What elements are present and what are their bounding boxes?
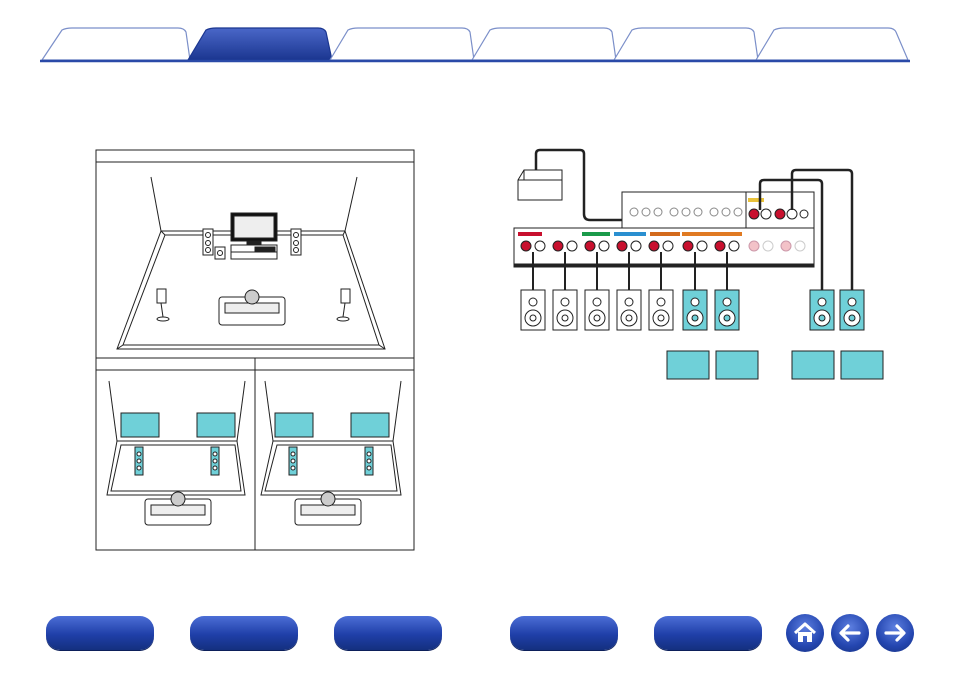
front-right-speaker-icon: [290, 228, 302, 256]
tab-label-6: [773, 28, 893, 58]
tab-connections[interactable]: [186, 27, 333, 61]
height-label-box-1: [666, 350, 710, 380]
speaker-height-1-left: [682, 289, 708, 331]
height-terminals: [748, 208, 809, 220]
arrow-right-icon: [884, 624, 906, 642]
top-tab-bar: [40, 27, 910, 63]
arrow-left-icon: [839, 624, 861, 642]
nav-button-index[interactable]: [654, 616, 762, 650]
main-room: [116, 176, 386, 350]
home-button[interactable]: [786, 614, 824, 652]
nav-button-settings[interactable]: [510, 616, 618, 650]
forward-button[interactable]: [876, 614, 914, 652]
tab-settings[interactable]: [470, 27, 617, 61]
speaker-height-2-right: [839, 289, 865, 331]
tv-icon: [230, 212, 278, 260]
height-speaker-box-right-a: [196, 412, 236, 438]
center-speaker-icon: [214, 246, 226, 260]
speaker-surround-right: [648, 289, 674, 331]
speaker-surround-left: [616, 289, 642, 331]
speaker-height-2-left: [809, 289, 835, 331]
height-cable-2: [790, 168, 854, 292]
tab-label-2: [205, 28, 325, 58]
height-speaker-box-left-a: [120, 412, 160, 438]
tab-tips[interactable]: [612, 27, 759, 61]
front-speaker-a-right: [210, 446, 220, 476]
sofa-icon-a: [144, 491, 212, 526]
back-button[interactable]: [831, 614, 869, 652]
height-label-box-3: [791, 350, 835, 380]
tab-playback[interactable]: [328, 27, 475, 61]
surround-left-speaker-icon: [156, 288, 170, 322]
speaker-height-1-right: [714, 289, 740, 331]
height-label-box-4: [840, 350, 884, 380]
front-speaker-a-left: [134, 446, 144, 476]
tab-contents[interactable]: [40, 27, 191, 61]
subwoofer-icon: [517, 169, 563, 201]
height-label-box-2: [715, 350, 759, 380]
tab-label-3: [347, 28, 467, 58]
front-left-speaker-icon: [202, 228, 214, 256]
subwoofer-cable: [534, 148, 650, 222]
height-speaker-box-right-b: [350, 412, 390, 438]
tab-label-4: [489, 28, 609, 58]
nav-button-playback[interactable]: [334, 616, 442, 650]
sofa-icon: [218, 289, 286, 326]
tab-label-1: [60, 28, 180, 58]
speaker-layout-diagram: [95, 149, 415, 551]
tab-label-5: [631, 28, 751, 58]
speaker-front-left: [520, 289, 546, 331]
speaker-connection-diagram: [513, 148, 884, 380]
nav-button-connections[interactable]: [190, 616, 298, 650]
surround-right-speaker-icon: [336, 288, 351, 322]
tab-appendix[interactable]: [754, 27, 909, 61]
room-option-b: [260, 380, 402, 496]
speaker-center: [584, 289, 610, 331]
front-speaker-b-left: [288, 446, 298, 476]
front-speaker-b-right: [364, 446, 374, 476]
room-option-a: [106, 380, 246, 496]
speaker-terminals: [520, 240, 806, 252]
nav-button-contents[interactable]: [46, 616, 154, 650]
height-speaker-box-left-b: [274, 412, 314, 438]
sofa-icon-b: [294, 491, 362, 526]
home-icon: [793, 622, 817, 642]
receiver-rear-panel: [513, 191, 815, 268]
speaker-front-right: [552, 289, 578, 331]
